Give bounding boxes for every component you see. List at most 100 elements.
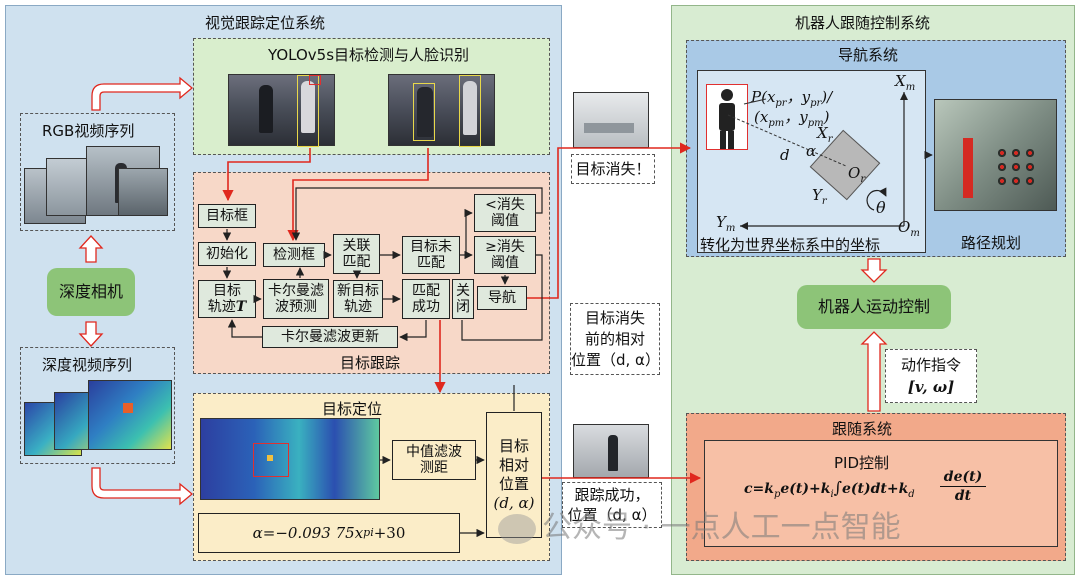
ym-text: Y <box>716 213 726 231</box>
q-part-4: pm <box>807 118 824 129</box>
watermark-text: 公众号 · 一点人工一点智能 <box>542 510 901 545</box>
depthseq-to-locate-arrow <box>91 467 194 506</box>
person-figure <box>706 84 748 150</box>
association-node: 关联匹配 <box>333 234 380 274</box>
success-position-label: 跟踪成功， 位置（d, α） <box>562 482 662 528</box>
navigation-title: 导航系统 <box>838 46 899 64</box>
eq-denominator: dt <box>954 488 972 504</box>
watermark: 公众号 · 一点人工一点智能 <box>498 502 901 546</box>
control-system-title: 机器人跟随控制系统 <box>795 14 931 32</box>
below-threshold-label: <消失阈值 <box>485 197 525 229</box>
depth-sequence-label: 深度视频序列 <box>42 356 133 374</box>
xr-label: Xr <box>817 124 832 145</box>
pid-box <box>704 440 1058 547</box>
detect-left-to-targetbox <box>222 148 311 202</box>
match-success-label: 匹配成功 <box>412 283 440 315</box>
eq-part-2: e(t)+k <box>780 481 831 497</box>
convert-coord-label: 转化为世界坐标系中的坐标 <box>700 236 881 254</box>
xr-text: X <box>817 124 828 142</box>
detection-photo-right <box>388 74 495 147</box>
kalman-update-node: 卡尔曼滤波更新 <box>262 326 398 348</box>
relative-position-node: 目标 相对 位置 (d, α) <box>486 412 542 538</box>
init-node: 初始化 <box>198 242 256 266</box>
watermark-icon <box>498 513 536 544</box>
detect-right-to-detectbox <box>287 148 429 242</box>
success-line-1: 跟踪成功， <box>574 486 650 504</box>
detection-photo-left <box>228 74 335 147</box>
ym-label: Ym <box>716 213 735 234</box>
p-part-1: pr <box>775 98 787 109</box>
close-label: 关闭 <box>456 283 470 315</box>
yr-text: Y <box>812 186 822 204</box>
above-threshold-node: ≥消失阈值 <box>474 236 536 274</box>
prev-line-1: 目标消失 <box>584 308 645 327</box>
yr-label: Yr <box>812 186 827 207</box>
follow-title: 跟随系统 <box>832 420 893 438</box>
q-part-3: ，y <box>784 108 808 126</box>
q-part-2: pm <box>768 118 785 129</box>
eq-part-i: i <box>830 488 834 500</box>
localization-title: 目标定位 <box>322 400 383 418</box>
eq-numerator: de(t) <box>940 468 986 487</box>
prev-line-3: 位置（d, α） <box>571 350 660 369</box>
trajectory-symbol: T <box>235 299 247 315</box>
kalman-predict-node: 卡尔曼滤波预测 <box>263 279 329 319</box>
relpos-line-4: (d, α) <box>493 494 535 512</box>
kalman-predict-label: 卡尔曼滤波预测 <box>268 283 324 315</box>
motion-control-node: 机器人运动控制 <box>797 285 951 329</box>
eq-part-d: d <box>908 488 915 500</box>
match-success-node: 匹配成功 <box>402 279 450 319</box>
depth-camera-node: 深度相机 <box>47 268 135 316</box>
xr-sub: r <box>827 134 833 145</box>
lost-photo <box>573 92 649 148</box>
median-filter-label: 中值滤波测距 <box>406 444 462 476</box>
association-label: 关联匹配 <box>342 238 371 270</box>
action-command-label: 动作指令 [v, ω] <box>885 349 977 403</box>
point-p-label: P(xpr，ypr)/ <box>751 86 832 109</box>
above-threshold-label: ≥消失阈值 <box>485 239 525 271</box>
rgb-frame-4 <box>118 168 168 216</box>
om-text: O <box>898 218 911 236</box>
theta-label: θ <box>876 198 886 217</box>
alpha-formula: α=−0.093 75x <box>252 524 364 542</box>
depth-sequence-panel <box>20 347 175 464</box>
eq-part-4: e(t)dt+k <box>841 481 909 497</box>
q-part-5: ) <box>823 108 830 126</box>
p-part-2: ，y <box>786 88 811 106</box>
rgb-to-detect-arrow <box>91 76 194 111</box>
or-label: Or <box>848 164 865 185</box>
point-q-label: (xpm，ypm) <box>754 106 829 129</box>
target-lost-label: 目标消失！ <box>571 154 655 184</box>
ym-sub: m <box>725 223 736 234</box>
rgb-sequence-label: RGB视频序列 <box>42 122 135 140</box>
tracking-title: 目标跟踪 <box>340 354 401 372</box>
success-line-2: 位置（d, α） <box>567 506 657 524</box>
navigate-to-nav-system <box>527 142 692 299</box>
pid-fraction: de(t) dt <box>940 468 986 505</box>
prev-position-label: 目标消失 前的相对 位置（d, α） <box>570 303 660 375</box>
p-part-4: )/ <box>821 88 833 106</box>
median-filter-node: 中值滤波测距 <box>392 440 476 480</box>
detection-title: YOLOv5s目标检测与人脸识别 <box>268 46 470 64</box>
cam-to-depth-arrow <box>78 321 104 347</box>
relpos-line-3: 位置 <box>498 475 529 493</box>
close-node: 关闭 <box>452 279 474 319</box>
eq-part-1: c=k <box>744 481 774 497</box>
eq-part-p: p <box>773 488 781 500</box>
detect-box-node: 检测框 <box>263 243 325 267</box>
depth-map-photo <box>200 418 380 500</box>
eq-part-3: ∫ <box>833 478 842 497</box>
rgb-sequence-panel <box>20 113 175 231</box>
or-sub: r <box>860 174 866 185</box>
om-label: Om <box>898 218 920 239</box>
alpha-formula-tail: +30 <box>373 524 406 542</box>
alpha-formula-sub: pi <box>363 526 374 539</box>
depth-frame-3 <box>88 380 172 450</box>
path-planning-label: 路径规划 <box>961 234 1022 252</box>
q-part-1: (x <box>754 108 769 126</box>
new-trajectory-label: 新目标轨迹 <box>337 283 379 315</box>
pid-title: PID控制 <box>834 454 890 472</box>
relpos-line-2: 相对 <box>498 456 529 474</box>
